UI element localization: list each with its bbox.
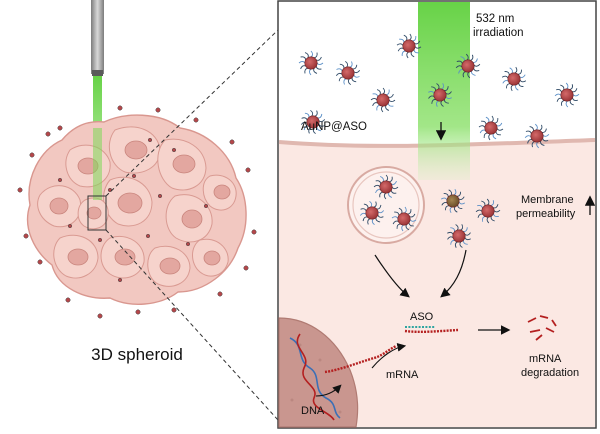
arrow-np-to-aso <box>440 249 467 298</box>
spheroid <box>26 114 247 305</box>
laser-label-line1: 532 nm <box>476 13 514 25</box>
arrow-dna-to-mrna <box>315 384 342 397</box>
laser-label-line2: irradiation <box>473 27 524 39</box>
membrane-label-line1: Membrane <box>521 194 574 206</box>
nanoparticle <box>370 87 396 113</box>
mrna-strand <box>324 344 397 374</box>
mrna-fragments <box>527 315 557 341</box>
degradation-label-line1: mRNA <box>529 353 562 365</box>
bound-mrna <box>404 328 459 334</box>
gold-core <box>341 66 355 80</box>
gold-core <box>365 206 379 220</box>
gold-core <box>433 88 447 102</box>
nanoparticle <box>554 82 580 108</box>
nanoparticles <box>298 33 580 248</box>
nanoparticle <box>300 109 326 135</box>
nanoparticle <box>478 115 504 141</box>
zoom-line-top <box>105 29 279 197</box>
left-panel: 3D spheroid <box>0 0 279 429</box>
arrow-mrna-to-aso <box>371 342 407 369</box>
gold-core <box>452 229 466 243</box>
nanoparticle <box>447 224 471 248</box>
right-panel: 532 nm irradiation AuNP@ASO Membrane per… <box>277 0 597 429</box>
gold-core <box>379 180 393 194</box>
nanoparticle <box>391 206 417 232</box>
nanoparticle <box>396 33 422 59</box>
nanoparticle <box>298 50 324 76</box>
nanoparticle <box>475 198 501 224</box>
gold-core <box>484 121 498 135</box>
nanoparticle <box>455 53 481 79</box>
dna-helix <box>289 333 341 421</box>
aso-label: ASO <box>410 311 434 323</box>
heated-gold-core <box>446 194 460 208</box>
nanoparticle-label: AuNP@ASO <box>301 121 367 133</box>
nanoparticle <box>335 60 361 86</box>
nanoparticle <box>428 83 452 107</box>
endosome <box>347 166 425 244</box>
zoom-region-box <box>87 195 107 231</box>
gold-core <box>530 129 544 143</box>
gold-core <box>461 59 475 73</box>
membrane-label-line2: permeability <box>516 208 576 220</box>
nanoparticle <box>440 188 466 214</box>
zoom-line-bottom <box>105 229 279 421</box>
spheroid-label: 3D spheroid <box>91 345 183 364</box>
gold-core <box>376 93 390 107</box>
gold-core <box>306 115 320 129</box>
gold-core <box>397 212 411 226</box>
nanoparticle <box>524 123 550 149</box>
gold-core <box>560 88 574 102</box>
gold-core <box>481 204 495 218</box>
scattered-nanoparticles <box>17 105 257 319</box>
optical-fiber <box>91 0 104 74</box>
nanoparticle <box>373 174 399 200</box>
nanoparticle <box>359 200 385 226</box>
degradation-label-line2: degradation <box>521 367 579 379</box>
mrna-label: mRNA <box>386 369 419 381</box>
gold-core <box>507 72 521 86</box>
gold-core <box>304 56 318 70</box>
dna-label: DNA <box>301 405 325 417</box>
gold-core <box>402 39 416 53</box>
nanoparticle <box>501 66 527 92</box>
arrow-endosome-to-aso <box>374 254 410 298</box>
